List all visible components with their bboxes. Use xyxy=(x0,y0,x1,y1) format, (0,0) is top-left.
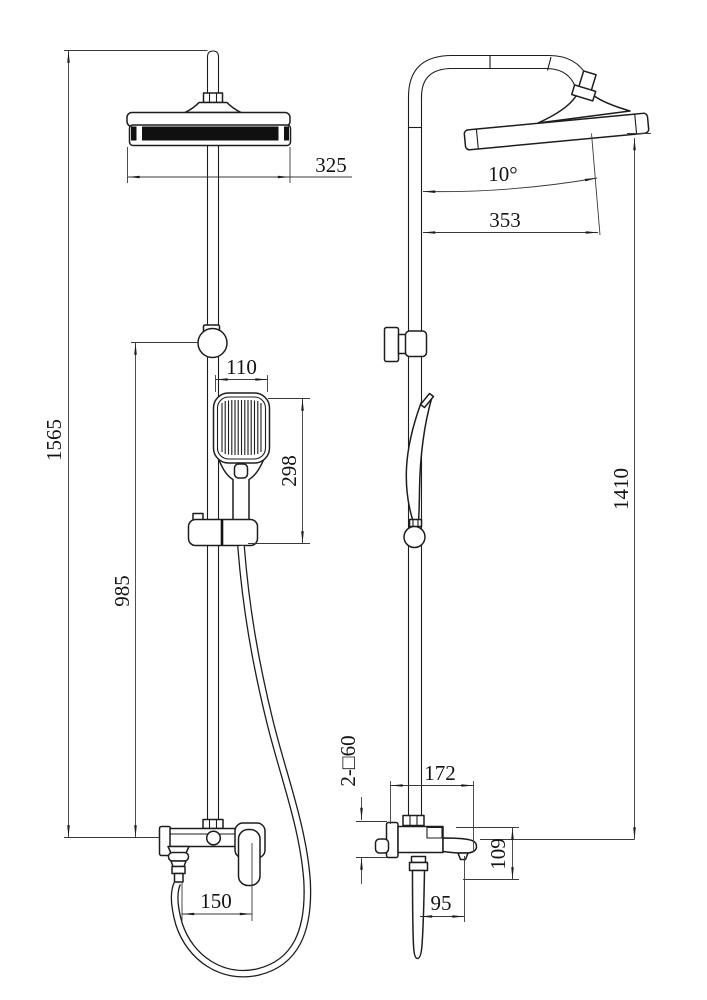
front-view: 1565 985 325 110 298 xyxy=(42,50,352,978)
dim-slide-height-label: 985 xyxy=(110,575,134,607)
spout-side xyxy=(442,837,478,854)
dim-wall-flange: 2-□60 xyxy=(336,735,387,884)
arm-joint-ticks xyxy=(489,55,552,71)
dim-overall-height-label: 1565 xyxy=(42,419,66,461)
head-connector-side xyxy=(570,70,597,102)
rain-shower-head-side xyxy=(463,70,650,151)
dim-head-width-label: 325 xyxy=(315,153,347,177)
bracket-flange-side xyxy=(383,326,400,363)
dim-hand-shower-length: 298 xyxy=(248,398,310,544)
upper-arm-side xyxy=(407,54,593,129)
spout-lip xyxy=(457,852,469,861)
stub-bell xyxy=(184,101,242,114)
head-spray-band xyxy=(131,126,289,141)
angle-ref-line xyxy=(591,133,601,236)
hand-shower-head-inner xyxy=(216,396,267,460)
mixer-inlet-nut xyxy=(202,818,224,830)
top-supply-stub-front xyxy=(184,50,242,114)
side-view: 10° 353 1410 2-□60 172 1 xyxy=(336,54,651,960)
dim-head-width: 325 xyxy=(127,147,352,183)
riser-pipe-front xyxy=(206,145,220,820)
head-plate-side xyxy=(463,112,650,151)
arm-inner xyxy=(420,67,578,98)
dim-slide-height: 985 xyxy=(110,342,198,838)
handle-knob-side xyxy=(374,838,390,854)
rain-shower-head-front xyxy=(126,111,292,147)
dim-hand-shower-length-label: 298 xyxy=(277,455,301,487)
mixer-handle-blade xyxy=(237,828,261,887)
slider-grip-side xyxy=(408,518,423,528)
head-plate-end-caps xyxy=(475,114,638,150)
wand-nut xyxy=(408,861,429,872)
slider-grip-ticks xyxy=(412,519,419,527)
mixer-body-bar xyxy=(169,827,238,848)
dim-head-offset-label: 353 xyxy=(489,208,521,232)
wall-bracket-side xyxy=(383,326,428,363)
connector-nut xyxy=(570,84,597,102)
dim-spout-reach: 95 xyxy=(420,856,465,922)
wall-flange-side xyxy=(385,821,399,859)
hand-shower-cap-side xyxy=(419,392,435,409)
dim-head-height: 1410 xyxy=(480,133,651,840)
outlet-taper xyxy=(170,860,187,868)
stub-pipe xyxy=(206,50,220,95)
dim-body-width: 172 xyxy=(390,761,474,852)
shower-hose-front xyxy=(170,545,312,978)
mixer-inlet-nut-facets-side xyxy=(409,815,418,826)
mixer-body-detail xyxy=(426,826,443,839)
slider-bracket-front xyxy=(187,512,259,547)
wall-bracket-front xyxy=(197,324,228,359)
dim-body-width-label: 172 xyxy=(424,761,456,785)
outlet-joint xyxy=(167,851,190,862)
mixer-body-side xyxy=(397,825,444,854)
mixer-left-cap xyxy=(158,825,172,857)
dim-head-tilt-label: 10° xyxy=(488,162,517,186)
stub-nut xyxy=(202,92,224,104)
mixer-side xyxy=(374,814,478,960)
outlet-nut xyxy=(171,865,186,875)
hand-shower-front xyxy=(212,392,271,532)
stub-nut-facets xyxy=(208,93,218,103)
hand-shower-side xyxy=(403,392,435,549)
mixer-inlet-nut-facets xyxy=(208,819,218,829)
head-band-slit-right xyxy=(278,126,284,141)
arm-outer xyxy=(407,54,593,98)
bracket-clamp-side xyxy=(404,330,428,358)
hose-connector xyxy=(173,872,184,883)
dim-spout-offset: 150 xyxy=(181,843,253,921)
hand-shower-blade-side xyxy=(405,396,433,522)
dim-wall-flange-label: 2-□60 xyxy=(336,735,360,786)
dim-spout-drop: 109 xyxy=(456,827,519,880)
dim-overall-height: 1565 xyxy=(42,50,208,838)
slider-knob-side xyxy=(403,525,426,549)
bracket-rosette xyxy=(197,327,228,359)
head-band-slit-left xyxy=(136,126,142,141)
head-bell-side xyxy=(537,94,631,124)
dim-spout-drop-label: 109 xyxy=(486,838,510,870)
dim-hand-shower-width: 110 xyxy=(215,355,268,392)
handle-window xyxy=(233,463,249,479)
hose-core xyxy=(172,545,310,977)
dim-hand-shower-width-label: 110 xyxy=(226,355,257,379)
mixer-front xyxy=(158,818,266,887)
angle-arc xyxy=(422,177,598,194)
dim-spout-offset-label: 150 xyxy=(200,889,232,913)
wand-side xyxy=(411,869,426,960)
dim-spout-reach-label: 95 xyxy=(431,891,452,915)
hand-shower-striations xyxy=(221,400,262,455)
dim-head-tilt: 10° xyxy=(422,133,601,236)
diverter-knob xyxy=(205,830,222,846)
hose-outline xyxy=(170,545,312,978)
flange-ticks xyxy=(356,821,387,858)
mixer-inlet-nut-side xyxy=(402,814,425,827)
dim-head-offset: 353 xyxy=(423,208,598,234)
wand-collar xyxy=(410,855,427,864)
dim-head-height-label: 1410 xyxy=(609,468,633,510)
